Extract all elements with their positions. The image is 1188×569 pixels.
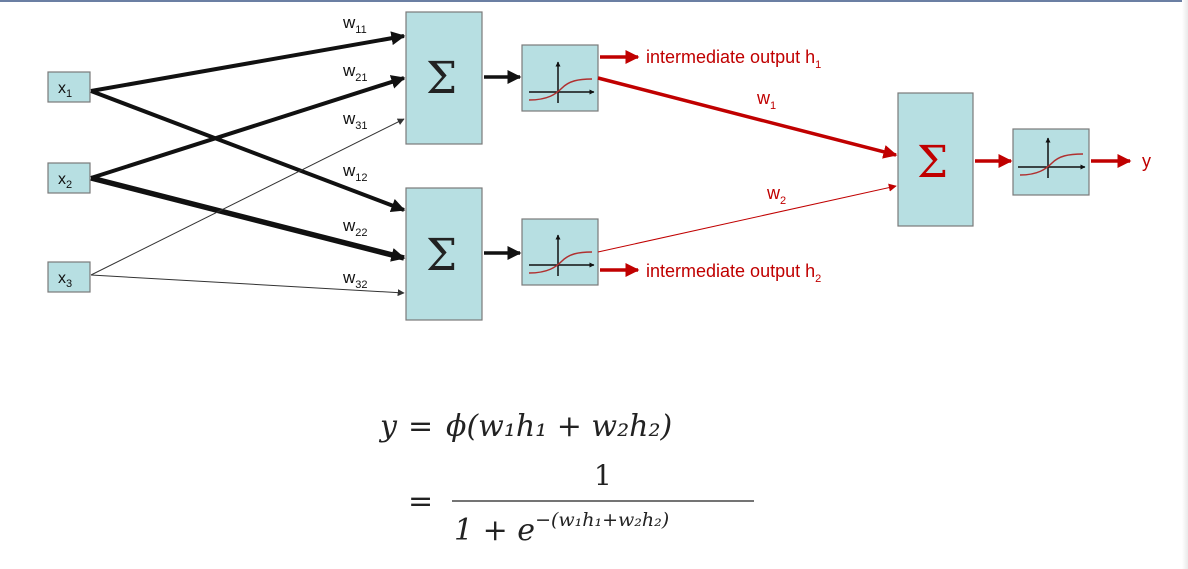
right-edge-shade — [1182, 0, 1188, 569]
formula-eq1: = — [408, 409, 433, 444]
formula-rhs: ϕ(w₁h₁ + w₂h₂) — [446, 409, 672, 444]
output-activation-node — [1012, 128, 1090, 196]
edge-x1-sum2 — [90, 89, 406, 213]
input-label-x2: x2 — [58, 171, 72, 191]
formula-numerator: 1 — [594, 459, 612, 492]
sigma-icon: Σ — [917, 137, 948, 188]
sigmoid-icon — [1018, 137, 1086, 178]
edge-h2-outsum — [597, 183, 897, 253]
input-label-x1: x1 — [58, 80, 72, 100]
formula-denominator: 1 + e−(w₁h₁+w₂h₂) — [454, 509, 669, 548]
weight-label-w21: w21 — [342, 61, 368, 84]
hidden-sum-node-2: Σ — [405, 187, 483, 321]
sigmoid-icon — [528, 61, 595, 103]
edge-x2-sum2 — [90, 175, 406, 262]
weight-label-w12: w12 — [342, 161, 368, 184]
formula-lhs: y — [378, 409, 398, 444]
hidden-sum-node-1: Σ — [405, 11, 483, 145]
weight-label-w2: w2 — [766, 183, 786, 207]
edge-x3-sum2 — [90, 274, 405, 297]
intermediate-output-h2-label: intermediate output h2 — [646, 261, 821, 285]
output-sum-node: Σ — [897, 92, 974, 227]
hidden-activation-node-1 — [521, 44, 599, 112]
output-y-label: y — [1142, 151, 1151, 171]
weight-label-w11: w11 — [342, 13, 367, 36]
edge-x3-sum1 — [90, 118, 405, 276]
input-label-x3: x3 — [58, 270, 72, 290]
input-node-x2: x2 — [47, 162, 91, 194]
weight-label-w32: w32 — [342, 268, 368, 291]
edge-x1-sum1 — [90, 31, 406, 93]
formula-eq2: = — [408, 484, 433, 519]
hidden-activation-node-2 — [521, 218, 599, 286]
weight-label-w1: w1 — [756, 88, 776, 112]
sigma-icon: Σ — [426, 53, 457, 104]
top-border — [0, 0, 1188, 2]
input-node-x1: x1 — [47, 71, 91, 103]
edge-x2-sum1 — [90, 75, 406, 180]
weight-label-w31: w31 — [342, 109, 368, 132]
weight-label-w22: w22 — [342, 216, 368, 239]
intermediate-output-h1-label: intermediate output h1 — [646, 47, 821, 71]
edge-h1-outsum — [597, 76, 898, 159]
sigma-icon: Σ — [426, 230, 457, 281]
input-node-x3: x3 — [47, 261, 91, 293]
formula: y = ϕ(w₁h₁ + w₂h₂) = 1 1 + e−(w₁h₁+w₂h₂) — [378, 409, 754, 548]
sigmoid-icon — [528, 234, 595, 276]
